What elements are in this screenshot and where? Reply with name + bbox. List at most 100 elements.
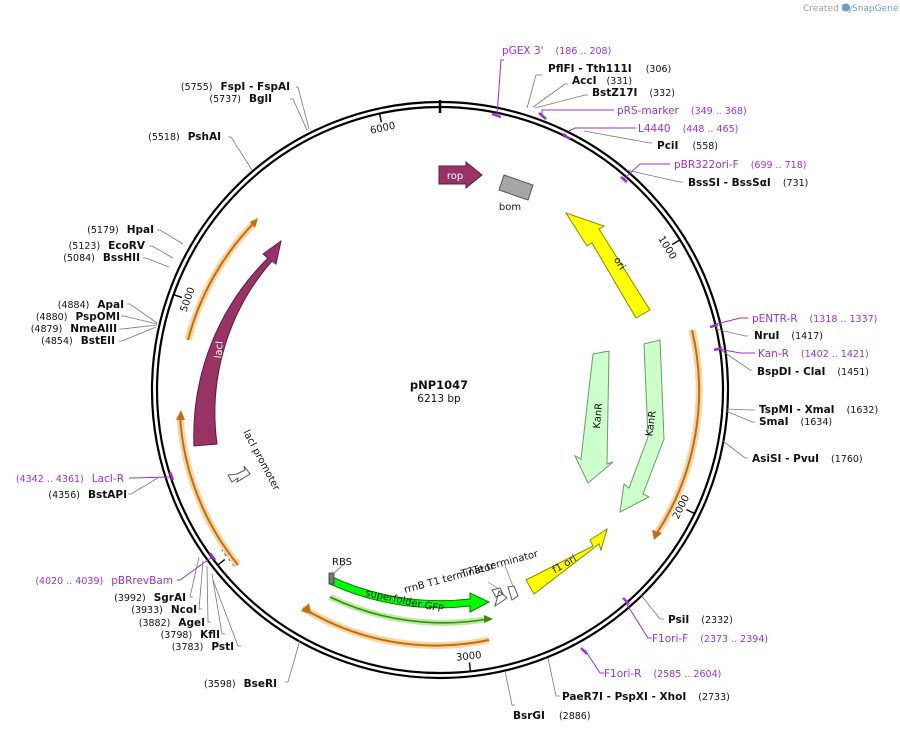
kanR-outer-label: KanR bbox=[644, 410, 658, 437]
site-leader bbox=[725, 408, 755, 411]
kanR-inner-label: KanR bbox=[592, 402, 605, 429]
site-label-bsteii[interactable]: (4854)BstEII bbox=[41, 335, 115, 347]
gfp-under-arc-head bbox=[484, 615, 493, 623]
primer-mark bbox=[538, 112, 547, 120]
orange-arcs bbox=[176, 218, 703, 650]
primer-label-pgex3[interactable]: pGEX 3'(186 .. 208) bbox=[502, 45, 611, 57]
site-leader bbox=[228, 136, 253, 171]
rop-label: rop bbox=[447, 171, 463, 182]
site-label-bsrgi[interactable]: BsrGI(2886) bbox=[513, 710, 591, 722]
site-label-bgli[interactable]: (5737)BglI bbox=[209, 93, 272, 105]
primer-label-f1ori-r[interactable]: F1ori-R(2585 .. 2604) bbox=[604, 668, 721, 680]
site-leader bbox=[722, 440, 748, 459]
site-label-nmeaiii[interactable]: (4879)NmeAIII bbox=[31, 323, 117, 335]
site-leader bbox=[534, 94, 588, 109]
lacI-promoter-label: lacI promoter bbox=[240, 428, 282, 493]
rop-arrow[interactable] bbox=[438, 160, 483, 190]
site-label-fspi[interactable]: (5755)FspI - FspAI bbox=[181, 81, 290, 93]
gfp-under-arc bbox=[329, 596, 489, 624]
site-label-sgrai[interactable]: (3992)SgrAI bbox=[114, 592, 186, 604]
primer-leader bbox=[568, 127, 636, 132]
ruler-label-6000: 6000 bbox=[369, 121, 396, 137]
primer-label-pbr322ori-f[interactable]: pBR322ori-F(699 .. 718) bbox=[674, 159, 806, 171]
site-label-agei[interactable]: (3882)AgeI bbox=[139, 617, 205, 629]
plasmid-name: pNP1047 bbox=[410, 378, 468, 392]
f1-ori-arrow[interactable] bbox=[525, 527, 608, 595]
t7te-leader bbox=[504, 565, 514, 587]
kanR-inner-arrow[interactable] bbox=[573, 350, 614, 484]
site-label-tspmi[interactable]: TspMI - XmaI(1632) bbox=[759, 404, 878, 416]
site-leader bbox=[547, 657, 560, 697]
site-label-ecorv[interactable]: (5123)EcoRV bbox=[69, 240, 146, 252]
ruler-label-3000: 3000 bbox=[456, 650, 482, 664]
site-leader bbox=[290, 98, 308, 131]
primer-leader bbox=[712, 317, 748, 326]
primer-label-pentr-r[interactable]: pENTR-R(1318 .. 1337) bbox=[752, 313, 877, 325]
t7te-terminator-shape[interactable] bbox=[507, 585, 519, 601]
primer-label-l4440[interactable]: L4440(448 .. 465) bbox=[638, 123, 738, 135]
site-label-bstapi[interactable]: (4356)BstAPI bbox=[48, 489, 127, 501]
orange-arc-bottom-head bbox=[301, 603, 311, 614]
site-label-nrui[interactable]: NruI(1417) bbox=[754, 330, 823, 342]
site-label-bseri[interactable]: (3598)BseRI bbox=[204, 678, 277, 690]
snapgene-brand: SnapGene bbox=[852, 4, 899, 14]
site-label-hpai[interactable]: (5179)HpaI bbox=[87, 224, 154, 236]
site-leader bbox=[143, 257, 170, 268]
site-label-psti[interactable]: (3783)PstI bbox=[172, 641, 234, 653]
site-label-acci[interactable]: AccI(331) bbox=[572, 75, 632, 87]
site-label-pcii[interactable]: PciI(558) bbox=[657, 140, 718, 152]
site-leader bbox=[128, 477, 159, 495]
orange-arc-bottom-halo bbox=[301, 605, 490, 650]
site-label-apai[interactable]: (4884)ApaI bbox=[58, 299, 124, 311]
site-label-pspomi[interactable]: (4880)PspOMI bbox=[36, 311, 120, 323]
rrnB-terminator-shape[interactable] bbox=[491, 587, 508, 608]
site-leader bbox=[157, 229, 184, 245]
site-label-smai[interactable]: SmaI(1634) bbox=[759, 416, 832, 428]
gfp-arrow[interactable] bbox=[329, 575, 491, 613]
lacI-arrow[interactable] bbox=[193, 239, 282, 447]
primer-label-pbrrevbam[interactable]: (4020 .. 4039)pBRrevBam bbox=[35, 575, 173, 587]
primer-label-kan-r[interactable]: Kan-R(1402 .. 1421) bbox=[758, 348, 869, 360]
ruler-tick-2000 bbox=[686, 508, 695, 515]
orange-arc-leftlow-head bbox=[176, 410, 185, 420]
lacI-label: lacI bbox=[213, 341, 225, 359]
lacI-promoter-arrow[interactable] bbox=[227, 465, 251, 484]
site-leader bbox=[504, 670, 515, 706]
primer-mark bbox=[491, 112, 502, 119]
site-labels: PflFI - Tth111I(306) AccI(331) BstZ17I(3… bbox=[31, 63, 878, 722]
bom-box[interactable] bbox=[498, 174, 534, 201]
site-leader bbox=[149, 245, 174, 259]
site-label-paer7i[interactable]: PaeR7I - PspXI - XhoI(2733) bbox=[562, 691, 730, 703]
orange-arc-bottom bbox=[302, 607, 490, 647]
orange-arc-right-head bbox=[652, 530, 662, 540]
ruler-tick-3000 bbox=[468, 662, 472, 672]
ori-arrow[interactable] bbox=[564, 212, 651, 319]
site-label-bspdi[interactable]: BspDI - ClaI(1451) bbox=[757, 366, 869, 378]
rbs-box[interactable] bbox=[328, 572, 335, 585]
created-by-text: Created by bbox=[803, 4, 853, 14]
f1-ori-label: f1 ori bbox=[551, 554, 579, 577]
site-label-bsssi[interactable]: BssSI - BssSαI(731) bbox=[688, 177, 808, 189]
primer-mark bbox=[713, 346, 723, 352]
site-leader bbox=[625, 169, 683, 183]
primer-label-f1ori-f[interactable]: F1ori-F(2373 .. 2394) bbox=[652, 633, 768, 645]
primer-leader bbox=[177, 556, 213, 581]
site-label-pshai[interactable]: (5518)PshAI bbox=[148, 131, 221, 143]
site-label-bstz17i[interactable]: BstZ17I(332) bbox=[592, 87, 675, 99]
site-label-ncoi[interactable]: (3933)NcoI bbox=[131, 604, 197, 616]
site-leader bbox=[296, 86, 310, 130]
site-label-bsshii[interactable]: (5084)BssHII bbox=[63, 252, 140, 264]
kanR-outer-arrow[interactable] bbox=[619, 339, 665, 513]
site-label-psii[interactable]: PsiI(2332) bbox=[668, 614, 733, 626]
rbs-leader bbox=[332, 564, 344, 575]
site-label-pflfi[interactable]: PflFI - Tth111I(306) bbox=[548, 63, 671, 75]
site-label-asisi[interactable]: AsiSI - PvuI(1760) bbox=[752, 453, 863, 465]
site-label-kfli[interactable]: (3798)KflI bbox=[161, 629, 220, 641]
primer-leader bbox=[496, 59, 504, 117]
primer-leader bbox=[625, 602, 652, 639]
orange-arc-leftup bbox=[187, 221, 256, 341]
primer-label-prs-marker[interactable]: pRS-marker(349 .. 368) bbox=[617, 105, 747, 117]
primer-label-laci-r[interactable]: (4342 .. 4361)LacI-R bbox=[16, 473, 124, 485]
plasmid-size: 6213 bp bbox=[417, 393, 461, 405]
